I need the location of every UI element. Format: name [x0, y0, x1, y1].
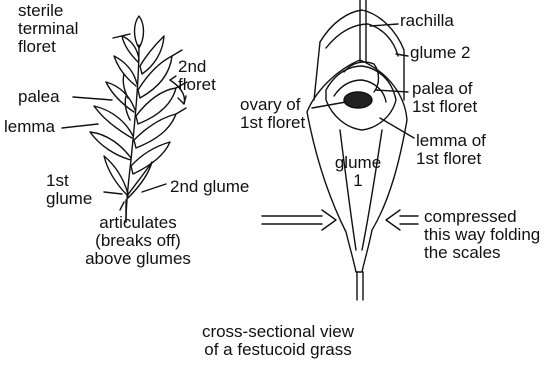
label-1st-glume: 1st glume	[46, 172, 92, 208]
label-lemma-of-1st-floret: lemma of 1st floret	[416, 132, 486, 168]
label-2nd-floret: 2nd floret	[178, 58, 216, 94]
label-2nd-glume: 2nd glume	[170, 178, 249, 196]
label-palea: palea	[18, 88, 60, 106]
label-glume-2: glume 2	[410, 44, 470, 62]
label-rachilla: rachilla	[400, 12, 454, 30]
label-glume-1: glume 1	[326, 154, 390, 190]
label-palea-of-1st-floret: palea of 1st floret	[412, 80, 477, 116]
label-sterile-terminal-floret: sterile terminal floret	[18, 2, 78, 56]
label-lemma: lemma	[4, 118, 55, 136]
figure-caption: cross-sectional view of a festucoid gras…	[178, 323, 378, 359]
right-cross-section-drawing	[262, 0, 418, 300]
label-ovary-of-1st-floret: ovary of 1st floret	[240, 96, 305, 132]
label-compressed: compressed this way folding the scales	[424, 208, 540, 262]
label-articulates: articulates (breaks off) above glumes	[70, 214, 206, 268]
